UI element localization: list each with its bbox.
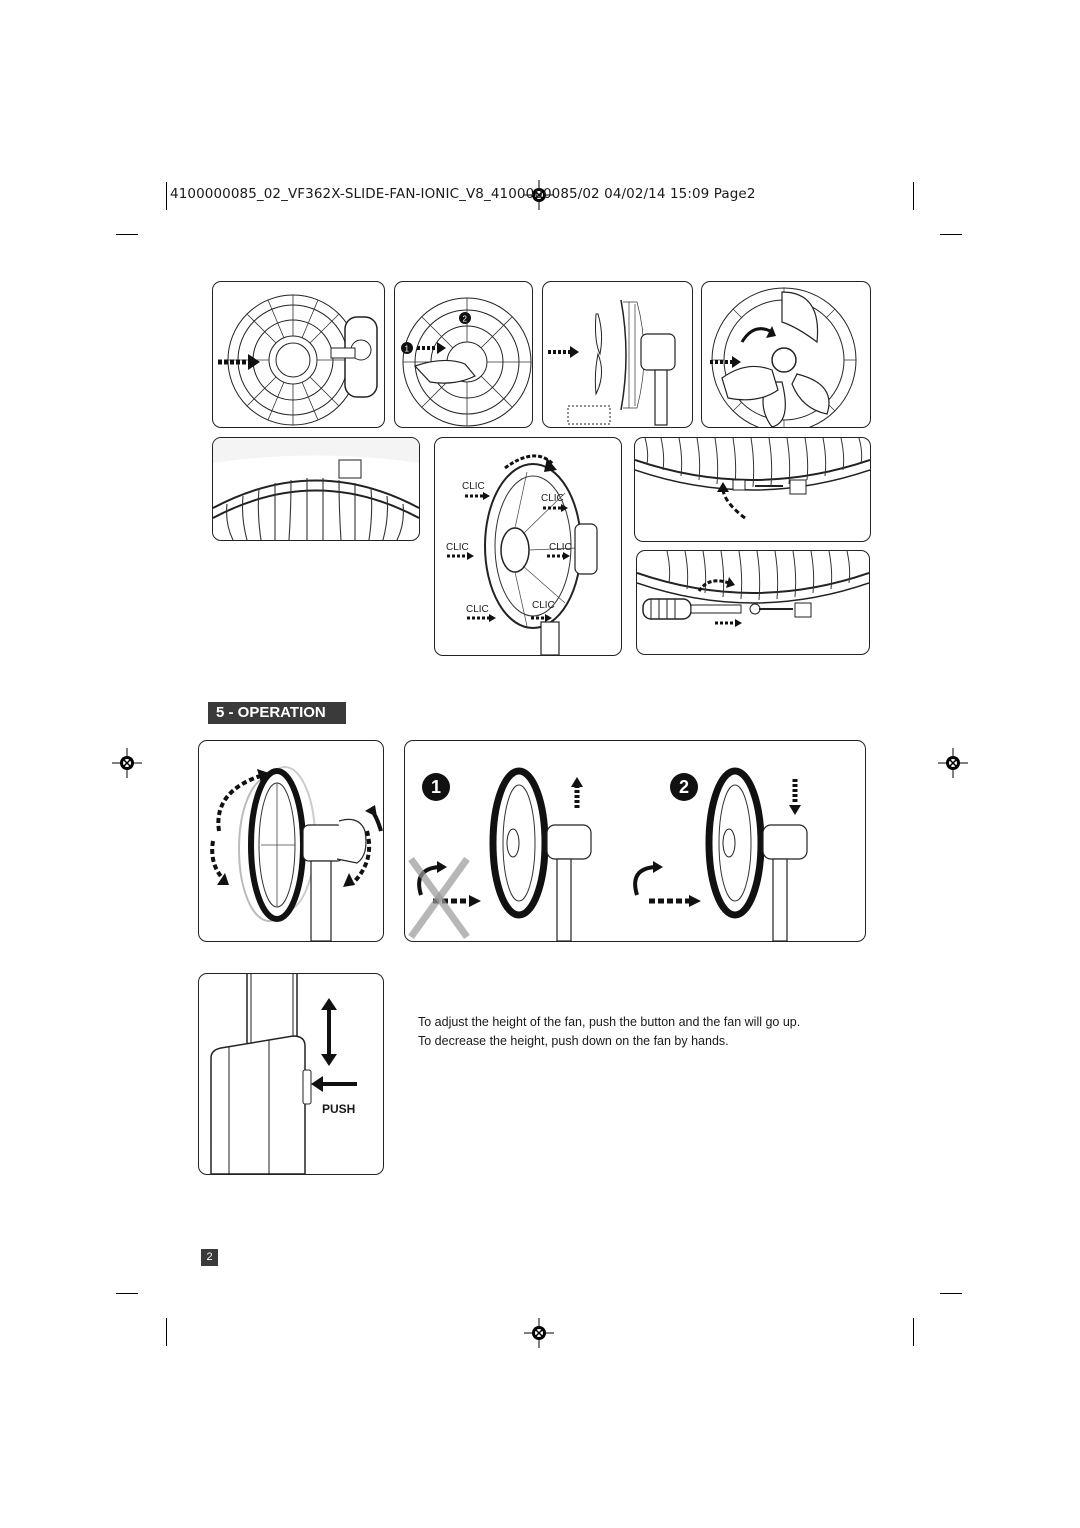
assembly-step-blade-cap bbox=[701, 281, 871, 428]
clic-label: CLIC bbox=[466, 604, 489, 615]
assembly-step-screw bbox=[634, 437, 871, 542]
clamp bbox=[789, 479, 807, 495]
registration-mark-icon bbox=[938, 748, 968, 778]
hand-icon bbox=[413, 359, 476, 384]
crop-mark bbox=[940, 1293, 962, 1294]
fan-guard-icon bbox=[635, 438, 870, 520]
fan-guard-icon bbox=[548, 299, 676, 426]
crop-mark bbox=[913, 182, 914, 210]
instruction-line: To decrease the height, push down on the… bbox=[418, 1034, 729, 1048]
crop-mark bbox=[940, 234, 962, 235]
instruction-line: To adjust the height of the fan, push th… bbox=[418, 1015, 801, 1029]
fan-guard-icon bbox=[218, 294, 378, 426]
assembly-step-blade bbox=[542, 281, 693, 428]
fan-guard-icon bbox=[710, 287, 857, 427]
clic-label: CLIC bbox=[446, 542, 469, 553]
fan-guard-icon bbox=[210, 766, 383, 941]
push-button-illustration bbox=[210, 974, 357, 1174]
push-label: PUSH bbox=[322, 1102, 356, 1116]
page-number: 2 bbox=[201, 1249, 218, 1266]
file-info-header: 4100000085_02_VF362X-SLIDE-FAN-IONIC_V8_… bbox=[170, 186, 756, 202]
clic-label: CLIC bbox=[549, 542, 572, 553]
fan-guard-icon: 1 2 bbox=[401, 297, 532, 427]
crop-mark bbox=[166, 1318, 167, 1346]
clic-label: CLIC bbox=[541, 493, 564, 504]
operation-tilt-panel bbox=[198, 740, 384, 942]
crop-mark bbox=[913, 1318, 914, 1346]
registration-mark-icon bbox=[112, 748, 142, 778]
assembly-step-guard-nut: 1 2 bbox=[394, 281, 533, 428]
assembly-step-clip-guard: CLIC CLIC CLIC CLIC CLIC CLIC bbox=[434, 437, 622, 656]
clic-label: CLIC bbox=[462, 481, 485, 492]
registration-mark-icon bbox=[524, 180, 554, 210]
fan-guard-icon bbox=[213, 438, 419, 540]
svg-text:1: 1 bbox=[405, 345, 410, 354]
clic-label: CLIC bbox=[532, 600, 555, 611]
assembly-step-rear-guard bbox=[212, 281, 385, 428]
hand-icon bbox=[721, 365, 779, 401]
crop-mark bbox=[116, 234, 138, 235]
operation-push-panel: PUSH bbox=[198, 973, 384, 1175]
assembly-step-screwdriver bbox=[636, 550, 870, 655]
step-number-2: 2 bbox=[670, 773, 698, 801]
fan-guard-icon bbox=[447, 454, 598, 655]
step-number-1: 1 bbox=[422, 773, 450, 801]
screwdriver-icon bbox=[637, 551, 869, 627]
crop-mark bbox=[116, 1293, 138, 1294]
fan-guard-icon bbox=[408, 767, 808, 941]
height-instructions: To adjust the height of the fan, push th… bbox=[418, 1013, 800, 1051]
svg-text:2: 2 bbox=[463, 315, 468, 324]
hand-icon bbox=[336, 818, 367, 864]
section-title-operation: 5 - OPERATION bbox=[208, 702, 346, 724]
registration-mark-icon bbox=[524, 1318, 554, 1348]
operation-height-panel: 1 2 bbox=[404, 740, 866, 942]
crop-mark bbox=[166, 182, 167, 210]
assembly-step-guard-rim bbox=[212, 437, 420, 541]
